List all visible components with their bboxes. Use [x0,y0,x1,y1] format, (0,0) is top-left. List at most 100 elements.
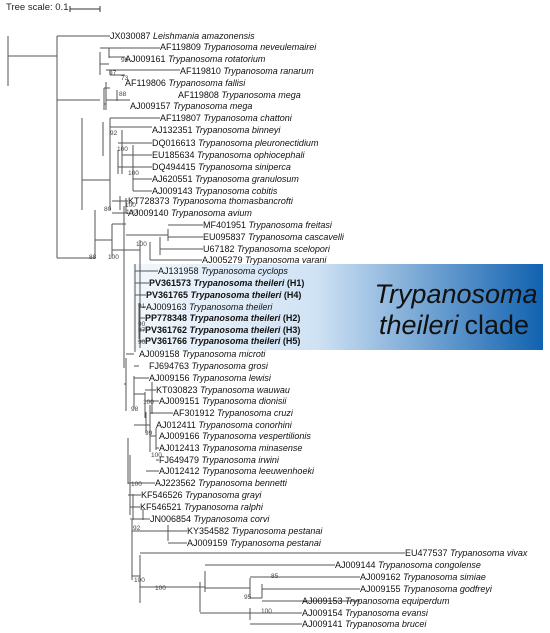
haplotype-tag: (H1) [284,278,304,288]
species-name: Trypanosoma theileri [191,290,282,300]
accession-number: AJ131958 [158,266,201,276]
haplotype-tag: (H4) [281,290,301,300]
taxon-label: KF546526 Trypanosoma grayi [141,490,262,500]
bootstrap-value: 87 [138,327,146,334]
accession-number: AJ009153 [302,596,345,606]
bootstrap-value: 99 [121,57,129,64]
bootstrap-value: 100 [136,241,147,248]
taxon-label: AF119810 Trypanosoma ranarum [180,66,314,76]
taxon-label: AJ223562 Trypanosoma bennetti [155,478,288,488]
taxon-label: AJ009156 Trypanosoma lewisi [149,373,272,383]
accession-number: AJ005279 [202,255,245,265]
taxon-label: AJ009163 Trypanosoma theileri [146,302,273,312]
tree-scale-bar [69,6,101,12]
clade-title-line1: Trypanosoma [374,279,537,309]
accession-number: MF401951 [203,220,249,230]
accession-number: AF119808 [178,90,221,100]
species-name: Trypanosoma cobitis [195,186,278,196]
accession-number: AJ620551 [152,174,195,184]
accession-number: AJ009161 [125,54,168,64]
species-name: Trypanosoma fallisi [168,78,246,88]
clade-title-species: theileri [379,310,460,340]
taxon-label: U67182 Trypanosoma scelopori [203,244,331,254]
species-name: Trypanosoma theileri [190,325,281,335]
taxon-label: EU477537 Trypanosoma vivax [405,548,528,558]
taxon-label: AJ009151 Trypanosoma dionisii [159,396,287,406]
species-name: Trypanosoma irwini [202,455,280,465]
accession-number: AJ012413 [159,443,202,453]
species-name: Trypanosoma cyclops [201,266,288,276]
taxon-label: AJ009153 Trypanosoma equiperdum [302,596,450,606]
taxon-label: KF546521 Trypanosoma ralphi [140,502,264,512]
species-name: Trypanosoma ranarum [223,66,314,76]
taxon-label: JX030087 Leishmania amazonensis [110,31,255,41]
accession-number: KT728373 [128,196,172,206]
taxon-label: PV361765 Trypanosoma theileri (H4) [146,290,301,300]
species-name: Trypanosoma theileri [189,302,273,312]
bootstrap-value: 100 [125,202,136,209]
taxon-label: AJ012411 Trypanosoma conorhini [156,420,293,430]
species-name: Trypanosoma neveulemairei [203,42,317,52]
species-name: Trypanosoma pestanai [230,538,322,548]
accession-number: AF301912 [173,408,217,418]
taxon-label: AJ009159 Trypanosoma pestanai [187,538,322,548]
species-name: Trypanosoma grayi [185,490,262,500]
theileri-clade-highlight [133,264,543,350]
species-name: Trypanosoma theileri [194,278,285,288]
accession-number: AJ223562 [155,478,198,488]
accession-number: PV361765 [146,290,191,300]
clade-title-suffix: clade [465,310,530,340]
taxon-label: AJ009155 Trypanosoma godfreyi [360,584,493,594]
taxon-label: FJ694763 Trypanosoma grosi [149,361,269,371]
accession-number: PP778348 [145,313,190,323]
accession-number: U67182 [203,244,237,254]
species-name: Trypanosoma ophiocephali [197,150,305,160]
species-name: Trypanosoma microti [182,349,266,359]
taxon-label: AJ009144 Trypanosoma congolense [335,560,481,570]
species-name: Trypanosoma godfreyi [403,584,493,594]
bootstrap-value: 100 [134,577,145,584]
species-name: Trypanosoma binneyi [195,125,281,135]
haplotype-tag: (H5) [280,336,300,346]
accession-number: EU095837 [203,232,248,242]
taxon-label: PV361573 Trypanosoma theileri (H1) [149,278,304,288]
accession-number: AJ009140 [128,208,171,218]
species-name: Trypanosoma vespertilionis [202,431,311,441]
taxon-label: AJ620551 Trypanosoma granulosum [152,174,299,184]
taxon-label: AF119808 Trypanosoma mega [178,90,301,100]
bootstrap-value: 73 [121,75,129,82]
accession-number: AJ132351 [152,125,195,135]
accession-number: AJ009159 [187,538,230,548]
taxon-labels: JX030087 Leishmania amazonensisAF119809 … [110,31,528,629]
species-name: Trypanosoma cascavelli [248,232,345,242]
accession-number: KF546526 [141,490,185,500]
bootstrap-value: 90 [138,321,146,328]
accession-number: JX030087 [110,31,153,41]
bootstrap-value: 100 [108,254,119,261]
taxon-label: AJ009140 Trypanosoma avium [128,208,252,218]
taxon-label: AJ009157 Trypanosoma mega [130,101,252,111]
taxon-label: MF401951 Trypanosoma freitasi [203,220,333,230]
taxon-label: AJ009154 Trypanosoma evansi [302,608,429,618]
species-name: Trypanosoma equiperdum [345,596,450,606]
species-name: Leishmania amazonensis [153,31,255,41]
taxon-label: JN006854 Trypanosoma corvi [150,514,270,524]
bootstrap-value: 97 [109,70,117,77]
accession-number: FJ649479 [159,455,202,465]
bootstrap-value: 92 [110,130,118,137]
species-name: Trypanosoma bennetti [198,478,288,488]
accession-number: KY354582 [187,526,232,536]
tree-branches [7,35,405,625]
accession-number: PV361573 [149,278,194,288]
accession-number: AJ009156 [149,373,192,383]
taxon-label: DQ016613 Trypanosoma pleuronectidium [152,138,319,148]
taxon-label: PV361766 Trypanosoma theileri (H5) [145,336,300,346]
accession-number: KT030823 [156,385,200,395]
species-name: Trypanosoma minasense [202,443,302,453]
accession-number: DQ494415 [152,162,198,172]
accession-number: AJ009157 [130,101,173,111]
taxon-label: PV361762 Trypanosoma theileri (H3) [145,325,300,335]
species-name: Trypanosoma lewisi [192,373,272,383]
accession-number: FJ694763 [149,361,192,371]
